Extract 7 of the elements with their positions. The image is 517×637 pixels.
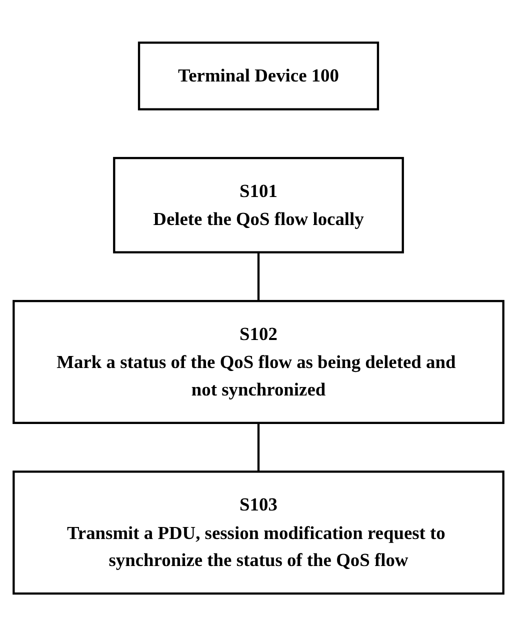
node-box	[138, 42, 380, 111]
node-box	[113, 157, 404, 254]
connector	[257, 252, 260, 302]
connector	[257, 423, 260, 472]
node-box	[12, 470, 504, 595]
node-box	[12, 300, 504, 424]
flowchart: Terminal Device 100 S101 Delete the QoS flow locally S102 Mark a status of the QoS flow as being deleted and not synchronized S103 Transmit a PDU, session modification request to synchronize the status of the QoS flow	[5, 34, 512, 603]
